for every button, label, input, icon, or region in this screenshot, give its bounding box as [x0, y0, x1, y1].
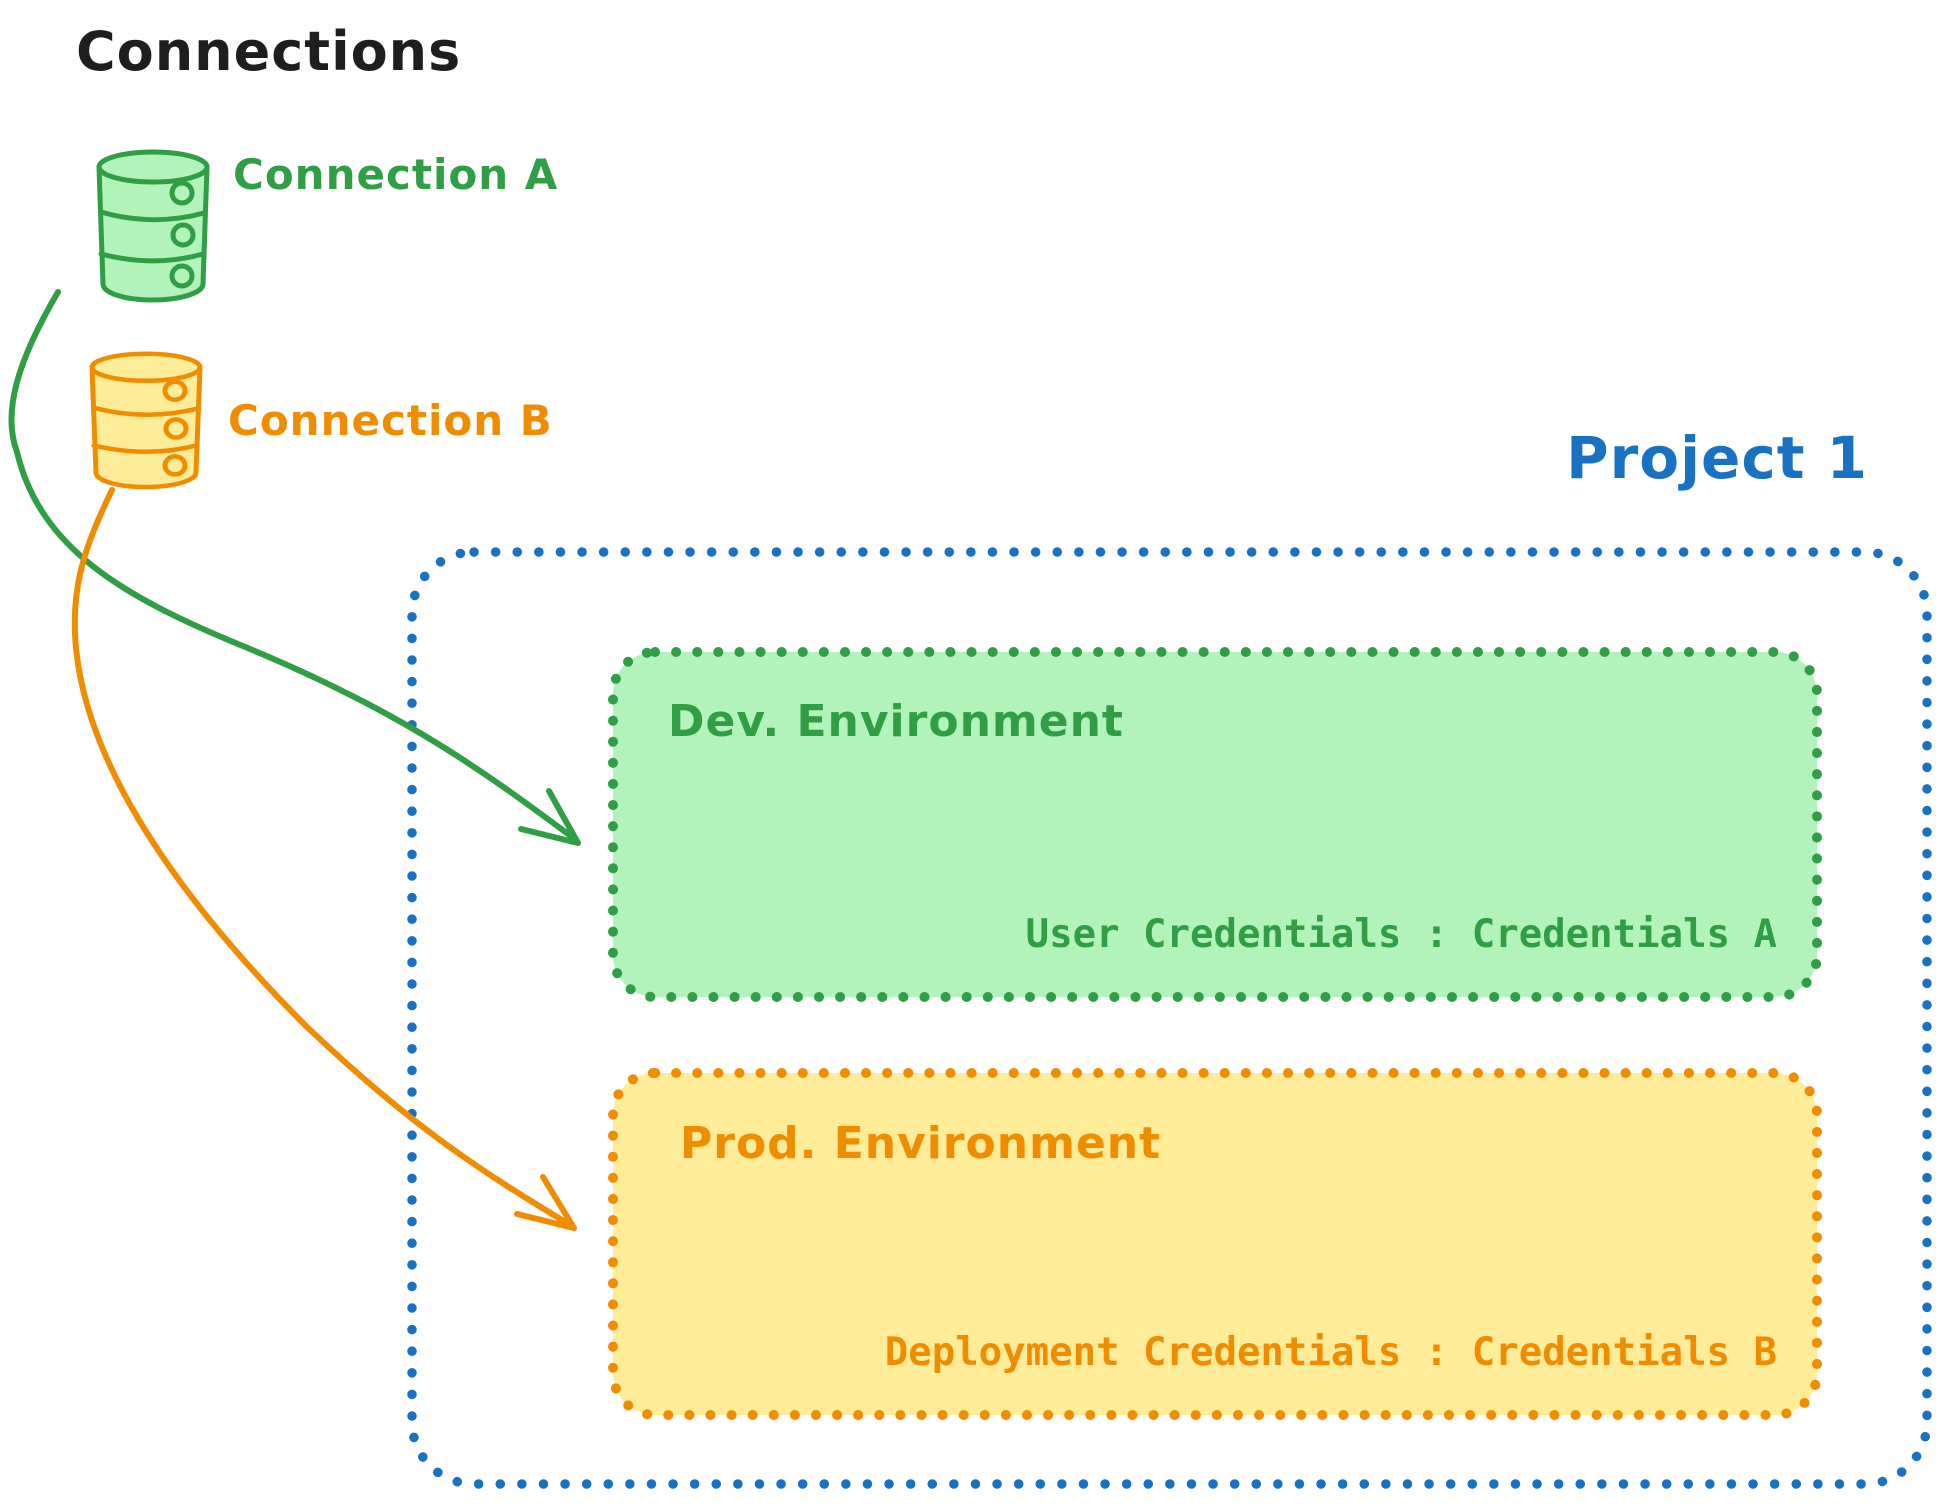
prod-environment-title: Prod. Environment — [680, 1118, 1162, 1169]
database-icon — [89, 351, 203, 490]
database-icon — [96, 149, 210, 303]
arrow-connection-a-to-dev — [8, 289, 581, 846]
dev-credentials-text: User Credentials : Credentials A — [1025, 912, 1777, 957]
prod-credentials-text: Deployment Credentials : Credentials B — [884, 1330, 1777, 1375]
project-title: Project 1 — [1566, 424, 1868, 492]
project-box — [407, 547, 1932, 1489]
arrow-connection-b-to-prod — [71, 487, 577, 1231]
dev-environment-title: Dev. Environment — [668, 696, 1124, 747]
connection-a-label: Connection A — [233, 150, 559, 199]
diagram-title: Connections — [76, 20, 462, 83]
connection-b-label: Connection B — [228, 396, 553, 445]
dev-environment-box — [608, 647, 1822, 1002]
prod-environment-box — [608, 1068, 1822, 1420]
